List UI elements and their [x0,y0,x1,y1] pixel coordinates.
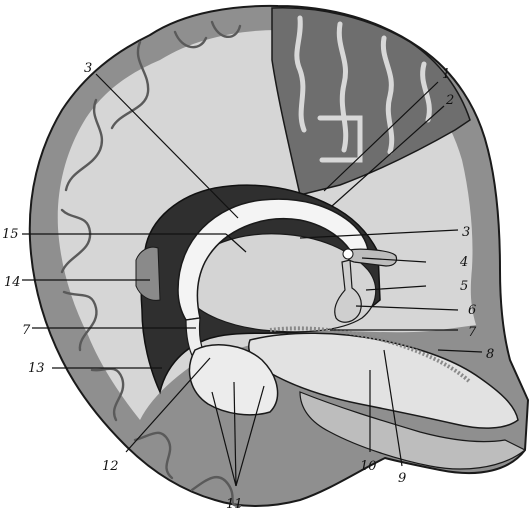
label-2: 2 [445,93,454,108]
label-13: 13 [28,361,45,376]
label-9: 9 [398,471,406,486]
callout-labels: 1 2 3 3 4 5 6 7 7 8 9 10 11 12 13 14 15 [2,61,494,512]
dark-cortex-region [271,7,471,196]
label-8: 8 [486,347,494,362]
pes-hippocampi [188,344,279,416]
label-4: 4 [459,255,468,270]
label-3-right: 3 [462,225,470,240]
choroid-plexus [334,248,398,323]
cortex-gyri [60,20,242,508]
label-11: 11 [226,497,243,512]
insula-region [135,246,161,301]
label-1: 1 [442,67,450,82]
label-6: 6 [468,303,476,318]
dark-cortex-sulci [294,15,432,163]
label-15: 15 [2,227,19,242]
label-5: 5 [460,279,468,294]
label-7-left: 7 [22,323,31,338]
fornix-arch [177,198,370,321]
hippocampus [248,332,519,429]
label-7-right: 7 [468,325,477,340]
leader-lines [22,73,483,487]
label-10: 10 [360,459,377,474]
label-14: 14 [4,275,21,290]
fimbria-band [269,326,472,384]
label-12: 12 [102,459,119,474]
label-3-upper: 3 [84,61,92,76]
